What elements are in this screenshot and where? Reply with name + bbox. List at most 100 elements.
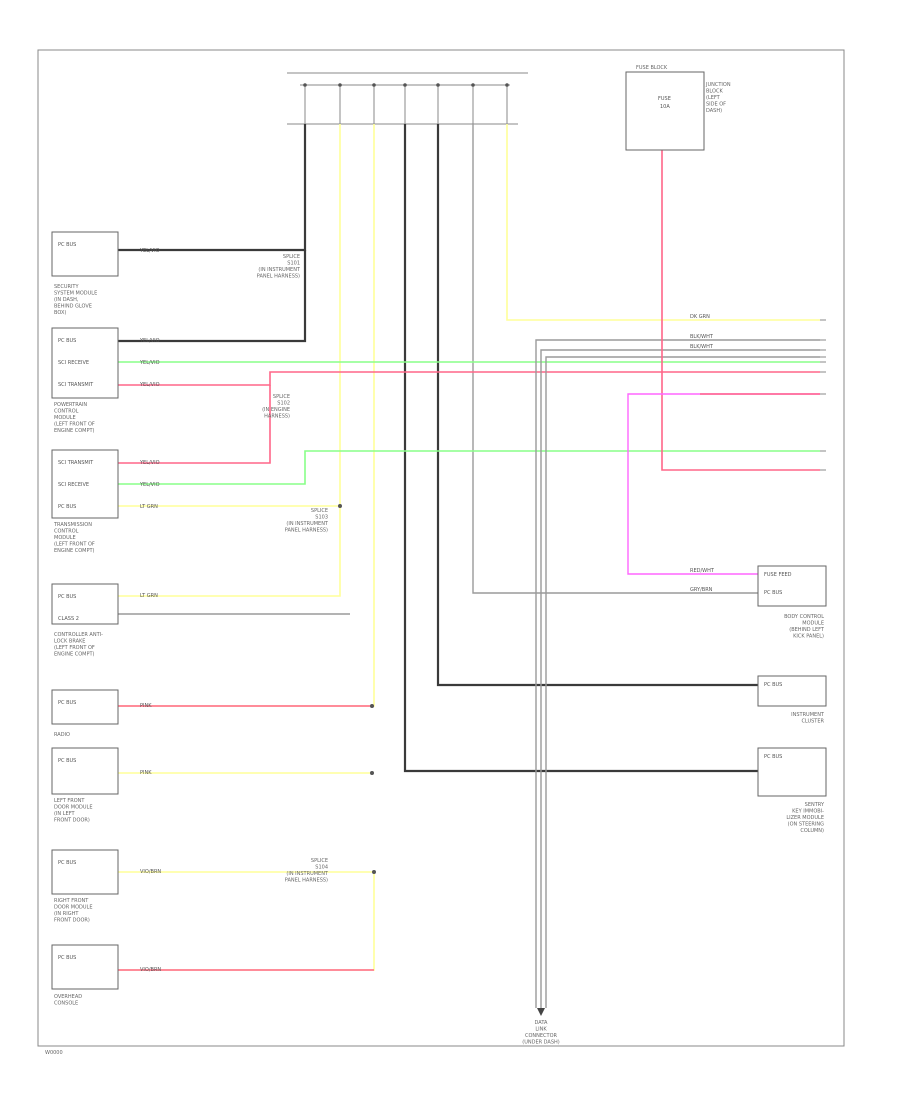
wire-label: VIO/BRN [140,869,161,875]
module-caption-line: FRONT DOOR) [54,818,90,824]
module-caption-line: OVERHEAD [54,994,82,1000]
module-caption-line: LOCK BRAKE [54,639,85,645]
module-box [51,944,119,990]
splice-caption-line: SPLICE [273,394,290,400]
right-module-caption-line: KEY IMMOBI- [792,809,824,815]
bus-node [338,83,342,87]
splice-dot [370,771,374,775]
module-box [51,747,119,795]
module-caption-line: ENGINE COMPT) [54,428,95,434]
wire-gray [472,124,758,594]
module-pin-label: PC BUS [58,338,76,344]
splice-caption-line: (IN ENGINE [262,407,290,413]
module-box [51,583,119,625]
wire-label: YEL/VIO [139,248,160,254]
right-module-caption-line: INSTRUMENT [791,712,825,718]
right-module-box [757,747,827,797]
splice-caption-line: PANEL HARNESS) [257,274,300,280]
module-caption-line: CONSOLE [54,1001,78,1007]
splice-caption-line: HARNESS) [264,414,290,420]
footer-code: W0000 [45,1050,63,1056]
wire-label: DK GRN [690,314,710,320]
wire-label: GRY/BRN [690,587,713,593]
right-module-box [757,675,827,707]
wire-label: BLK/WHT [690,334,714,340]
module-caption-line: (IN DASH, [54,297,79,303]
splice-caption-line: PANEL HARNESS) [285,878,328,884]
fuse-rating: 10A [660,104,670,110]
wire-green [118,450,820,485]
fuse-caption-line: DASH) [706,108,722,114]
right-module-pin-label: PC BUS [764,590,782,596]
wire-label: YEL/VIO [139,460,160,466]
module-box [51,449,119,519]
splice-caption-line: S102 [277,401,290,407]
right-module-r1: FUSE FEED PC BUS BODY CONTROLMODULE(BEHIND… [757,565,827,640]
splice-caption-line: PANEL HARNESS) [285,528,328,534]
module-pin-label: PC BUS [58,242,76,248]
module-caption-line: (LEFT FRONT OF [54,422,95,428]
module-pin-label: CLASS 2 [58,616,79,622]
splice-caption-line: (IN INSTRUMENT [286,521,329,527]
right-module-caption-line: (ON STEERING [788,822,824,828]
module-caption-line: FRONT DOOR) [54,918,90,924]
module-box [51,689,119,725]
wire-yellow [118,871,375,971]
module-pin-label: PC BUS [58,758,76,764]
module-caption-line: TRANSMISSION [53,522,92,528]
bus-node [505,83,509,87]
wire-label: PINK [140,770,152,776]
fuse-block: FUSE BLOCK FUSE 10A JUNCTIONBLOCK(LEFTSI… [625,65,731,151]
right-module-caption-line: KICK PANEL) [793,634,824,640]
module-caption-line: SYSTEM MODULE [54,291,97,297]
module-pin-label: PC BUS [58,955,76,961]
bus-bar [287,72,528,125]
wire-pink [118,385,271,464]
bus-node [436,83,440,87]
right-module-layer: FUSE FEED PC BUS BODY CONTROLMODULE(BEHIND… [757,565,827,834]
wire-label: YEL/VIO [139,382,160,388]
wire-yellow [118,124,341,597]
wire-pink [118,371,820,386]
module-pin-label: PC BUS [58,504,76,510]
wire-gray [540,349,820,1008]
wire-label: PINK [140,703,152,709]
right-module-pin-label: FUSE FEED [764,572,792,578]
diagram-frame [37,49,845,1047]
module-caption-line: CONTROL [54,409,79,415]
right-module-caption-line: CLUSTER [801,719,824,725]
dlc-caption-line: LINK [535,1027,547,1033]
module-pin-label: PC BUS [58,700,76,706]
bus-node [471,83,475,87]
wire-black [118,250,307,343]
module-caption-line: CONTROL [54,529,79,535]
wire-gray [545,356,820,1008]
right-module-pin-label: PC BUS [764,754,782,760]
module-caption-line: (IN LEFT [54,811,75,817]
wire-label: LT GRN [140,593,158,599]
wire-pink [661,150,820,471]
module-caption-line: DOOR MODULE [54,905,93,911]
module-caption-line: CONTROLLER ANTI- [54,632,103,638]
right-module-caption-line: MODULE [802,621,824,627]
right-module-caption-line: (BEHIND LEFT [789,627,825,633]
splice-caption-line: SPLICE [311,508,328,514]
splice-caption-line: S101 [287,261,300,267]
wire-yellow [506,124,820,321]
fuse-caption-line: (LEFT [706,95,721,101]
right-module-caption-line: BODY CONTROL [784,614,824,620]
right-module-caption-line: SENTRY [805,802,825,808]
wire-label: LT GRN [140,504,158,510]
bus-node [403,83,407,87]
